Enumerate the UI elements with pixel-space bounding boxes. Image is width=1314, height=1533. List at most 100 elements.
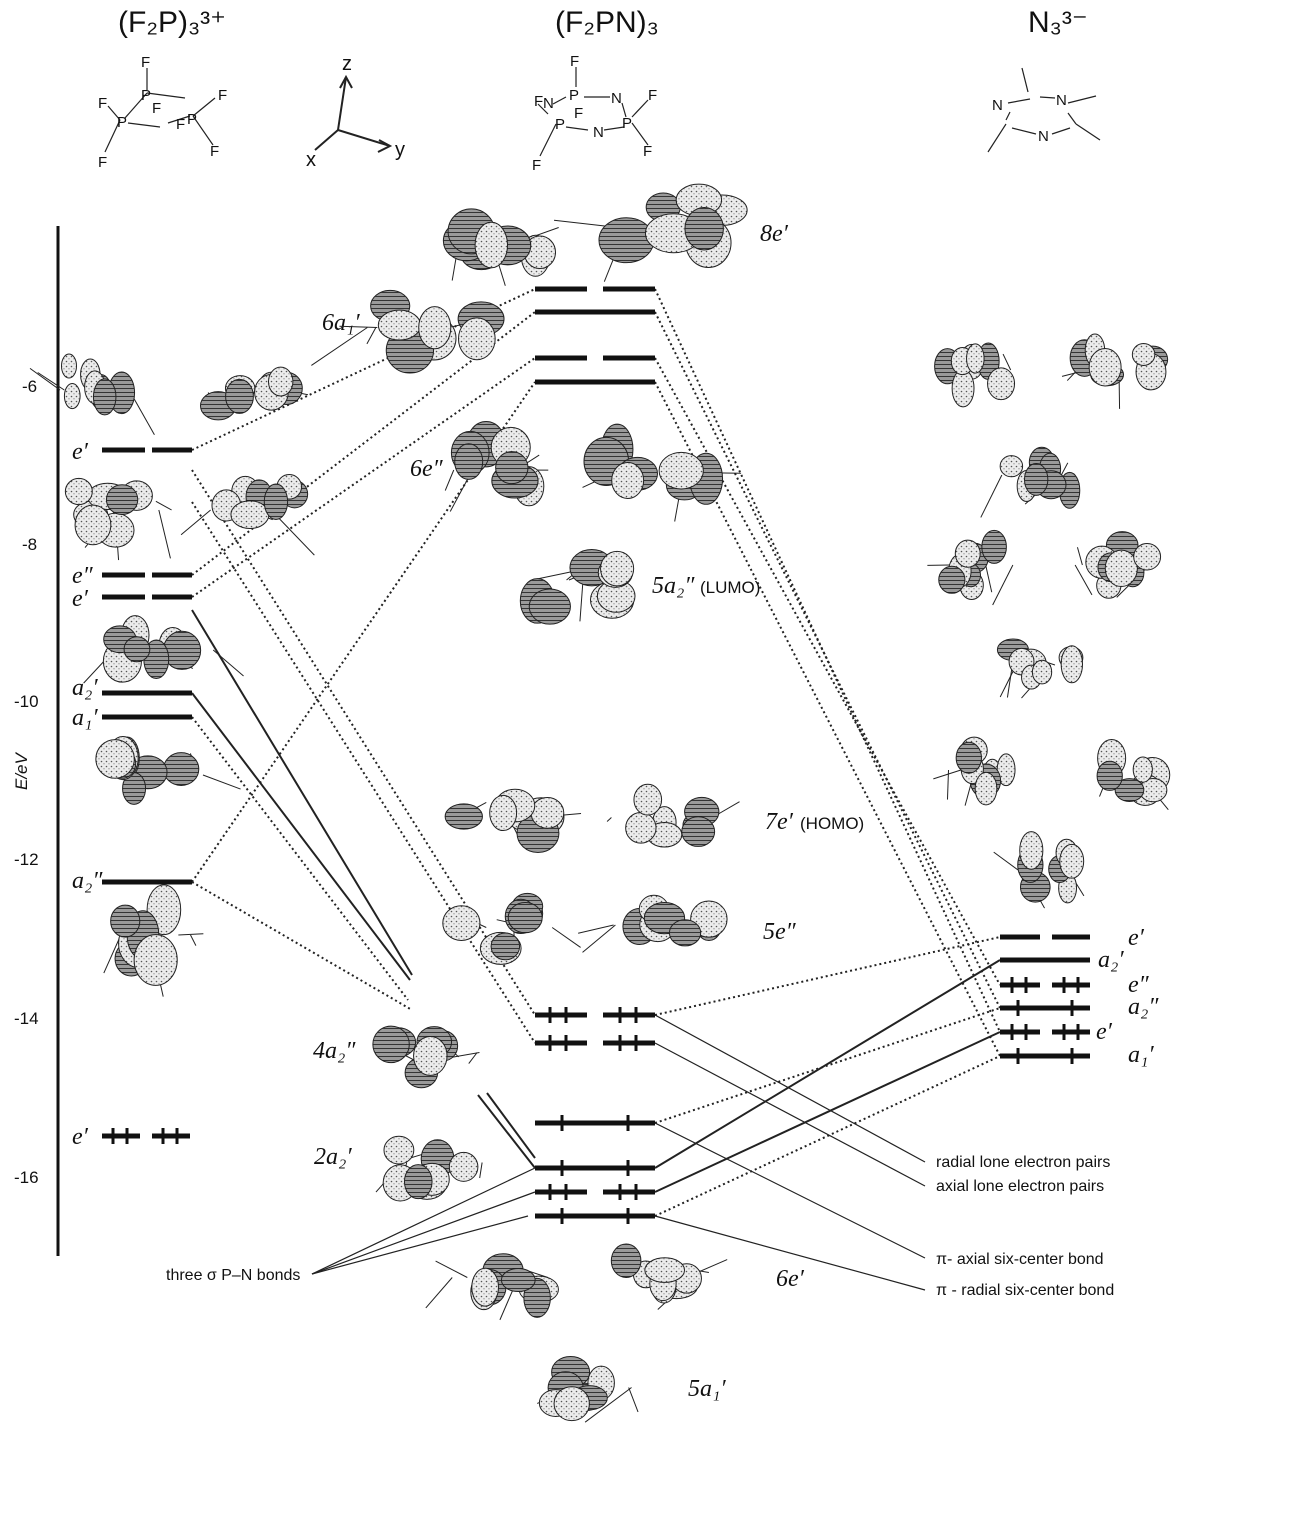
- atom-label: F: [570, 53, 579, 70]
- atom-label: P: [555, 116, 565, 133]
- orbital-picture: [996, 638, 1084, 699]
- atom-label: P: [187, 111, 197, 128]
- orbital-picture: [375, 1135, 483, 1202]
- right-levels: e′ a₂′ e″ a₂″ e′ a₁′: [1000, 925, 1159, 1068]
- atom-label: N: [1038, 128, 1049, 145]
- annotation-pi-radial: π - radial six-center bond: [936, 1282, 1114, 1299]
- axis-tick-label: -10: [14, 692, 39, 711]
- orbital-picture: [442, 208, 559, 286]
- orbital-picture: [444, 788, 582, 853]
- atom-label: F: [141, 54, 150, 71]
- orbital-picture: [1061, 333, 1169, 409]
- axes-glyph: z y x: [306, 53, 405, 171]
- axis-x-label: x: [306, 149, 316, 171]
- atom-label: F: [643, 143, 652, 160]
- atom-label: P: [569, 87, 579, 104]
- label-homo: (HOMO): [800, 814, 864, 833]
- atom-label: N: [543, 95, 554, 112]
- atom-label: F: [98, 95, 107, 112]
- label-6a1: 6a₁′: [322, 310, 360, 336]
- atom-label: F: [98, 154, 107, 171]
- orbital-picture: [1096, 739, 1171, 810]
- orbital-picture: [199, 366, 309, 421]
- orbital-pictures: [29, 183, 1171, 1423]
- orbital-picture: [64, 477, 172, 561]
- axis-tick-label: -14: [14, 1009, 39, 1028]
- label-5a2: 5a₂″: [652, 573, 695, 599]
- axis-tick-label: -8: [22, 535, 37, 554]
- right-level-label: a₂″: [1128, 994, 1159, 1020]
- left-level-label: e″: [72, 563, 94, 589]
- orbital-picture: [372, 1025, 480, 1089]
- orbital-picture: [606, 783, 740, 848]
- orbital-picture: [442, 892, 581, 965]
- atom-label: P: [141, 87, 151, 104]
- label-5a1: 5a₁′: [688, 1376, 726, 1402]
- axis-tick-label: -12: [14, 850, 39, 869]
- annotation-radial-lone-pairs: radial lone electron pairs: [936, 1154, 1110, 1171]
- atom-label: F: [648, 87, 657, 104]
- header-right: N₃³⁻: [1028, 6, 1088, 39]
- orbital-picture: [519, 549, 636, 625]
- atom-label: N: [1056, 92, 1067, 109]
- atom-label: F: [534, 93, 543, 110]
- orbital-picture: [537, 1355, 639, 1423]
- orbital-picture: [993, 831, 1085, 909]
- left-level-label: a₂′: [72, 675, 98, 701]
- right-level-label: a₁′: [1128, 1042, 1154, 1068]
- left-level-label: e′: [72, 586, 89, 612]
- orbital-picture: [95, 735, 241, 805]
- orbital-picture: [29, 353, 155, 436]
- orbital-picture: [980, 446, 1081, 518]
- orbital-picture: [444, 421, 549, 512]
- label-8e: 8e′: [760, 221, 789, 247]
- left-level-label: e′: [72, 439, 89, 465]
- header-left: (F₂P)₃³⁺: [118, 6, 226, 39]
- right-level-label: e′: [1096, 1019, 1113, 1045]
- label-5e2: 5e″: [763, 919, 797, 945]
- left-level-label: a₂″: [72, 868, 103, 894]
- atom-label: F: [176, 116, 185, 133]
- atom-label: N: [593, 124, 604, 141]
- axis-tick-label: -16: [14, 1168, 39, 1187]
- annotation-axial-lone-pairs: axial lone electron pairs: [936, 1178, 1104, 1195]
- label-6e2: 6e″: [410, 456, 444, 482]
- right-level-label: e′: [1128, 925, 1145, 951]
- label-4a2: 4a₂″: [313, 1038, 356, 1064]
- axis-z-label: z: [342, 53, 352, 75]
- axis-y-label: y: [395, 139, 405, 161]
- orbital-picture: [553, 183, 748, 282]
- correlation-lines: [191, 288, 1001, 1291]
- annotation-pi-axial: π- axial six-center bond: [936, 1251, 1104, 1268]
- orbital-picture: [425, 1253, 559, 1321]
- atom-label: F: [218, 87, 227, 104]
- annotations: radial lone electron pairs axial lone el…: [166, 1154, 1114, 1299]
- orbital-picture: [933, 736, 1016, 806]
- label-7e: 7e′: [765, 809, 794, 835]
- right-level-label: a₂′: [1098, 947, 1124, 973]
- label-6e: 6e′: [776, 1266, 805, 1292]
- middle-labels: 8e′ 6a₁′ 6e″ 5a₂″ (LUMO) 7e′ (HOMO) 5e″ …: [313, 221, 864, 1402]
- molecule-right: N N N: [987, 67, 1101, 153]
- orbital-picture: [83, 615, 244, 684]
- atom-label: P: [117, 114, 127, 131]
- axis-tick-label: -6: [22, 377, 37, 396]
- atom-label: F: [532, 157, 541, 174]
- molecule-middle: F N P N F F F P N P F F: [532, 53, 657, 174]
- right-level-label: e″: [1128, 972, 1150, 998]
- header-middle: (F₂PN)₃: [555, 6, 659, 39]
- orbital-picture: [927, 529, 1014, 606]
- left-level-label: e′: [72, 1124, 89, 1150]
- orbital-picture: [934, 342, 1016, 408]
- atom-label: P: [622, 115, 632, 132]
- energy-axis: -6 -8 -10 -12 -14 -16 E/eV: [12, 226, 60, 1256]
- orbital-picture: [610, 1243, 728, 1310]
- left-levels: e′ e″ e′ a₂′ a₁′ a₂″ e′: [72, 439, 192, 1150]
- atom-label: F: [152, 100, 161, 117]
- atom-label: N: [611, 90, 622, 107]
- atom-label: F: [574, 105, 583, 122]
- label-lumo: (LUMO): [700, 578, 760, 597]
- left-level-label: a₁′: [72, 705, 98, 731]
- orbital-picture: [1074, 531, 1162, 599]
